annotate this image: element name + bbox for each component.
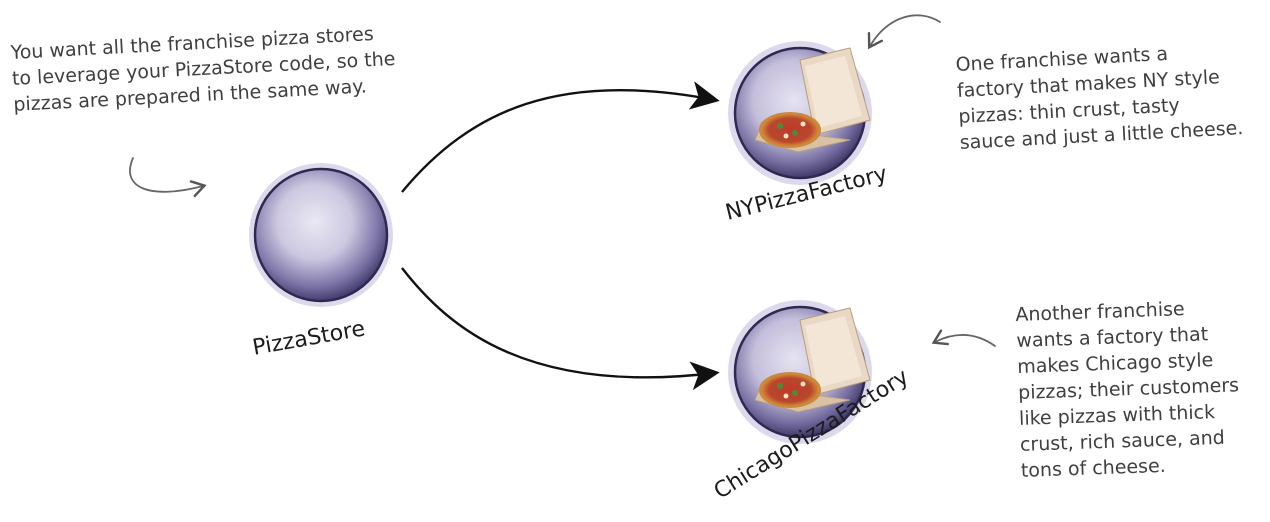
ny-factory-node: NYPizzaFactory — [723, 41, 890, 226]
chicago-factory-node: ChicagoPizzaFactory — [710, 300, 913, 505]
pointer-arrow-left — [130, 158, 203, 192]
arrow-to-chicago-factory — [402, 268, 715, 377]
pointer-arrow-bottom-right — [935, 335, 995, 346]
pointer-arrow-top-right — [870, 15, 940, 46]
pizzastore-label: PizzaStore — [251, 316, 367, 360]
arrow-to-ny-factory — [402, 90, 715, 192]
note-top-right: One franchise wants a factory that makes… — [955, 37, 1244, 156]
pizzastore-node: PizzaStore — [249, 163, 393, 361]
note-bottom-right: Another franchise wants a factory that m… — [1015, 294, 1242, 484]
pizzastore-sphere — [255, 169, 387, 301]
